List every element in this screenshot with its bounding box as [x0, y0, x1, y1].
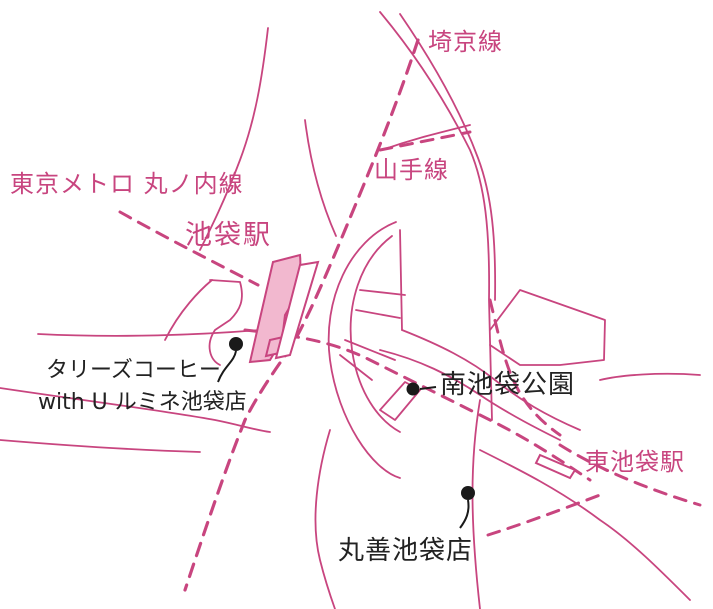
label-marunouchi-line: 東京メトロ 丸ノ内線: [10, 170, 244, 198]
road-arc-spoke-2: [355, 309, 401, 319]
road-long-west: [37, 329, 261, 337]
label-yamanote-line: 山手線: [374, 156, 449, 184]
ikebukuro-station-shape: [248, 253, 320, 364]
road-arc-outer: [327, 221, 401, 479]
higashi-ikebukuro-station-shape: [534, 453, 577, 480]
rail-yamanote-branch: [378, 130, 472, 152]
road-park-diag: [379, 349, 561, 441]
road-saikyo-outer: [379, 11, 493, 421]
road-sw-block: [164, 279, 213, 341]
road-west-bottom: [0, 439, 201, 453]
label-tullys-line2: with U ルミネ池袋店: [38, 390, 247, 415]
label-maruzen: 丸善池袋店: [338, 536, 474, 566]
road-arc-spoke-3: [344, 339, 396, 361]
marker-tullys: [217, 337, 243, 383]
road-nw-block: [208, 279, 243, 366]
label-minami-ikebukuro-park: 南池袋公園: [440, 370, 576, 400]
road-arc-inner: [349, 235, 401, 433]
road-arc-spoke-1: [359, 289, 406, 296]
road-saikyo-inner: [399, 13, 497, 301]
road-block-e: [599, 372, 701, 381]
rail-marunouchi: [118, 210, 592, 482]
label-tullys-line1: タリーズコーヒー: [46, 358, 221, 383]
road-arc-spoke-4: [339, 354, 373, 381]
road-west-lower: [0, 387, 271, 433]
road-north-west: [199, 27, 269, 251]
label-ikebukuro-station: 池袋駅: [185, 220, 272, 251]
road-arc-vertical: [399, 229, 403, 331]
road-block-se: [489, 289, 606, 366]
road-se-diag: [479, 449, 691, 601]
rail-south: [486, 298, 702, 537]
roads: [0, 11, 701, 609]
marker-maruzen: [459, 486, 475, 529]
road-park-diag-2: [401, 329, 581, 431]
road-south-right: [471, 399, 481, 609]
label-higashi-ikebukuro-station: 東池袋駅: [585, 448, 685, 476]
road-upper-fork: [304, 119, 337, 237]
marker-park: [406, 382, 437, 396]
label-saikyo-line: 埼京線: [428, 28, 503, 56]
road-south-left: [314, 429, 336, 609]
road-park-block: [379, 381, 421, 421]
road-cross-upper: [381, 124, 471, 151]
